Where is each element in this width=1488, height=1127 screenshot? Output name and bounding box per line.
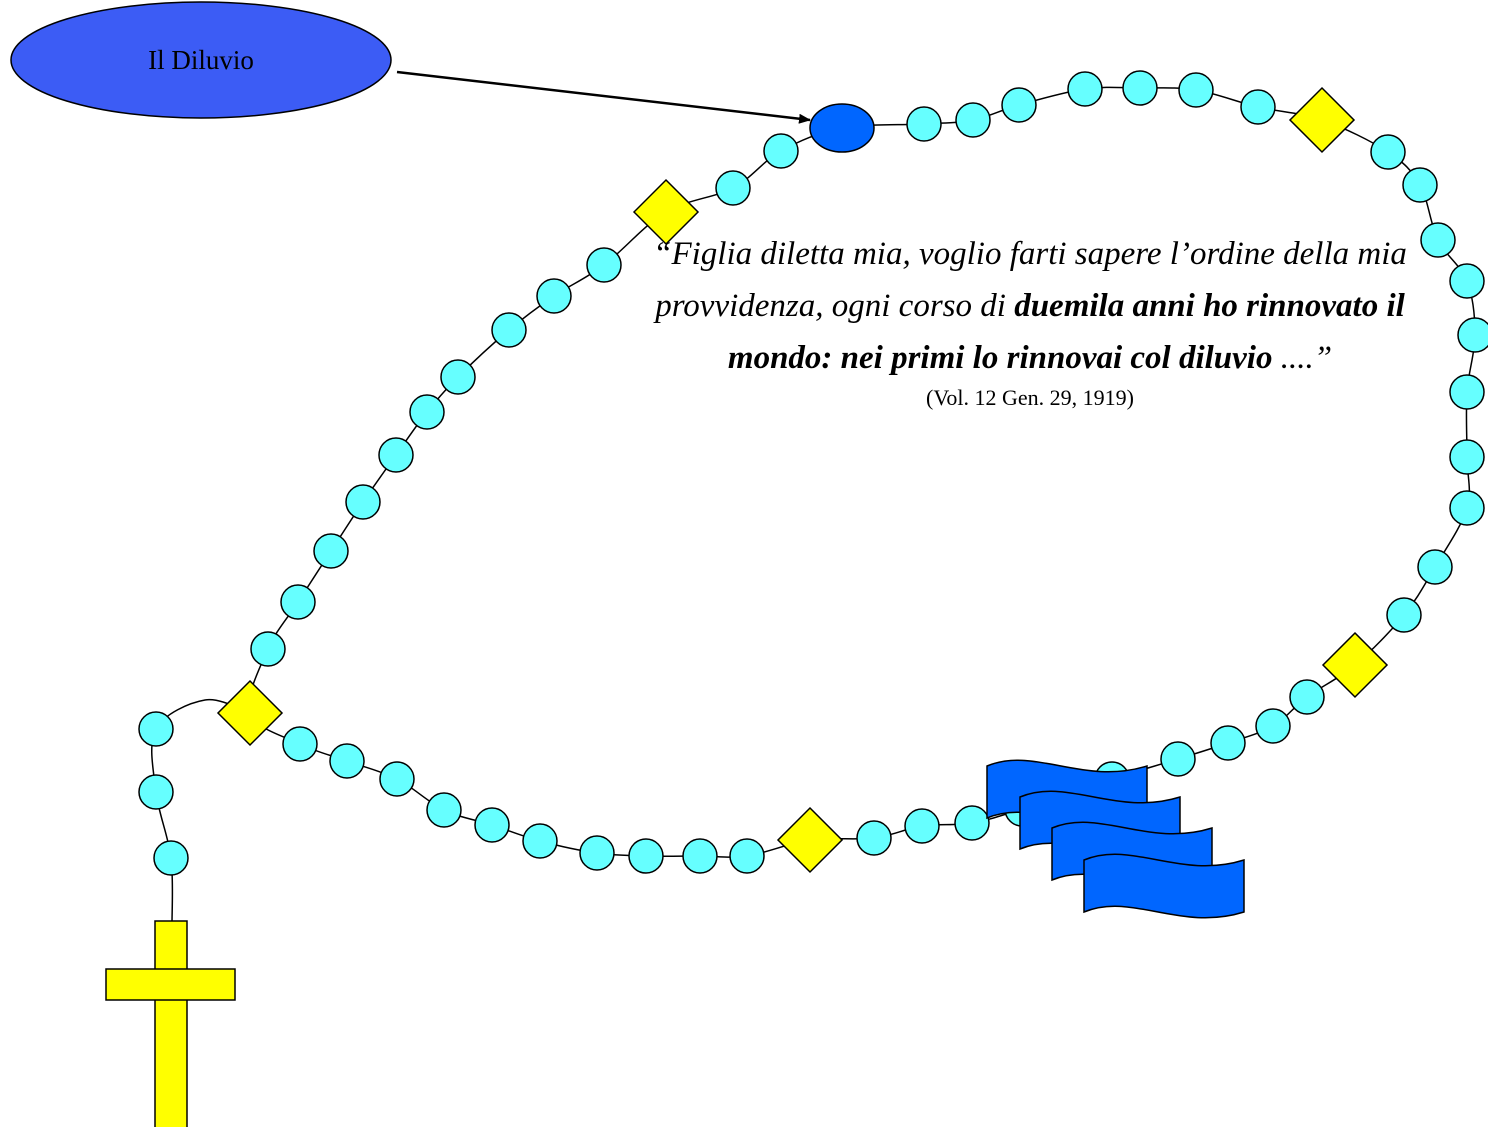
label-bubble: Il Diluvio — [10, 1, 392, 119]
rosary-bead — [579, 835, 615, 871]
rosary-beads — [138, 70, 1488, 876]
rosary-bead — [491, 312, 527, 348]
decade-marker-bead — [216, 679, 284, 747]
rosary-bead — [1160, 741, 1196, 777]
rosary-bead — [955, 102, 991, 138]
rosary-bead — [1449, 439, 1485, 475]
rosary-bead — [282, 726, 318, 762]
quote-block: “Figlia diletta mia, voglio farti sapere… — [600, 228, 1460, 412]
rosary-bead — [856, 820, 892, 856]
wave-band-4 — [1083, 853, 1245, 919]
rosary-bead — [1067, 71, 1103, 107]
rosary-bead — [1457, 317, 1488, 353]
rosary-bead — [440, 359, 476, 395]
decade-marker-bead — [632, 178, 700, 246]
rosary-bead — [536, 278, 572, 314]
quote-part-2: ....” — [1272, 340, 1333, 376]
cross-icon — [105, 920, 236, 1127]
rosary-bead — [138, 774, 174, 810]
waves-icon — [986, 759, 1245, 919]
rosary-bead — [1420, 222, 1456, 258]
rosary-bead — [250, 631, 286, 667]
rosary-bead — [1449, 263, 1485, 299]
cross-vertical — [154, 920, 188, 1127]
rosary-bead — [474, 807, 510, 843]
quote-text: “Figlia diletta mia, voglio farti sapere… — [600, 228, 1460, 384]
loop-string — [248, 86, 1476, 858]
rosary-bead — [763, 133, 799, 169]
rosary-bead — [954, 805, 990, 841]
arrow-icon — [396, 70, 811, 124]
decade-marker-bead — [1288, 86, 1356, 154]
decade-marker-bead — [1321, 631, 1389, 699]
rosary-bead — [313, 533, 349, 569]
rosary-bead — [1289, 679, 1325, 715]
label-text: Il Diluvio — [148, 45, 254, 75]
rosary-bead — [378, 437, 414, 473]
rosary-bead — [906, 106, 942, 142]
rosary-bead — [1210, 725, 1246, 761]
rosary-bead — [1178, 72, 1214, 108]
rosary-bead — [1386, 597, 1422, 633]
rosary-bead — [1255, 708, 1291, 744]
rosary-bead — [715, 170, 751, 206]
quote-citation: (Vol. 12 Gen. 29, 1919) — [926, 385, 1134, 410]
rosary-bead — [280, 584, 316, 620]
label-ellipse — [10, 1, 392, 119]
quote-bold: duemila anni ho rinnovato il mondo: nei … — [727, 288, 1405, 376]
rosary-bead — [1122, 70, 1158, 106]
cross-horizontal — [105, 968, 236, 1001]
rosary-bead — [522, 823, 558, 859]
rosary-bead — [1417, 549, 1453, 585]
rosary-bead — [329, 743, 365, 779]
rosary-bead — [586, 247, 622, 283]
highlighted-bead — [809, 103, 875, 153]
rosary-bead — [379, 761, 415, 797]
rosary-bead — [682, 838, 718, 874]
rosary-bead — [1240, 89, 1276, 125]
rosary-bead — [1001, 87, 1037, 123]
rosary-bead — [345, 484, 381, 520]
rosary-bead — [138, 711, 174, 747]
rosary-bead — [1449, 490, 1485, 526]
rosary-bead — [1449, 374, 1485, 410]
rosary-bead — [1402, 167, 1438, 203]
rosary-bead — [628, 838, 664, 874]
rosary-bead — [1370, 134, 1406, 170]
quote-part-1: “Figlia diletta mia, voglio farti sapere… — [653, 236, 1407, 324]
rosary-bead — [729, 838, 765, 874]
rosary-bead — [904, 808, 940, 844]
rosary-bead — [153, 840, 189, 876]
decade-marker-bead — [776, 806, 844, 874]
rosary-bead — [409, 394, 445, 430]
rosary-bead — [426, 792, 462, 828]
